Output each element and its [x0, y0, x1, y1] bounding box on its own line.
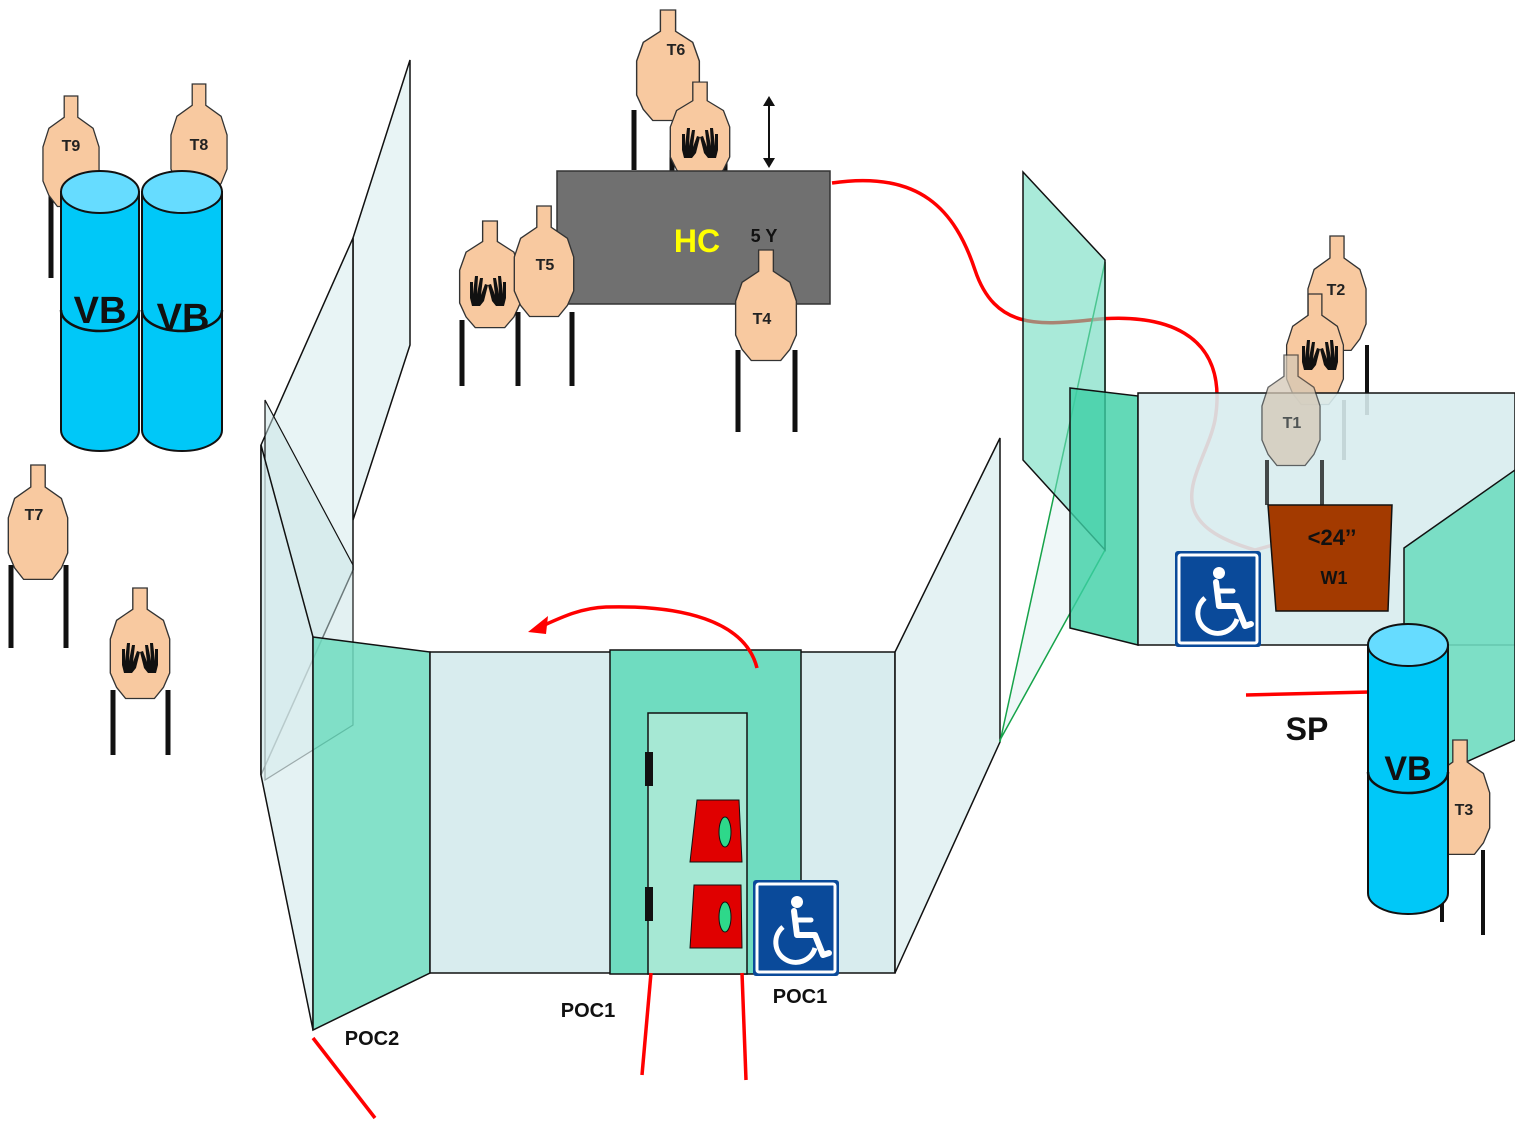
hard-cover-distance: 5 Y: [751, 226, 778, 246]
port-lower: [689, 884, 743, 949]
green-panel-lower: [1069, 387, 1139, 646]
port-upper: [689, 799, 743, 863]
poc1-left-fault-line: [640, 972, 653, 1076]
vision-barrier-right: VB: [1366, 623, 1450, 915]
target-t4-label: T4: [753, 311, 772, 328]
hard-cover-label: HC: [674, 223, 720, 259]
target-t3-label: T3: [1455, 802, 1474, 819]
target-t7: T7: [7, 464, 69, 648]
target-t8: T8: [170, 83, 228, 196]
target-t2-label: T2: [1327, 282, 1346, 299]
door-swing-arrow: [528, 605, 759, 669]
no-shoot-target-left: [109, 587, 171, 755]
target-t8-label: T8: [190, 137, 209, 154]
target-t1-label: T1: [1283, 415, 1302, 432]
target-t4: T4: [734, 249, 798, 432]
target-t1: T1: [1261, 354, 1324, 505]
wheelchair-accessible-icon: [753, 880, 839, 976]
door-hinge-top: [645, 752, 653, 786]
door-hinge-bottom: [645, 887, 653, 921]
poc1-right-label: POC1: [773, 986, 827, 1008]
vision-barrier-left: VB: [59, 170, 141, 452]
glass-wall-left-back: [352, 59, 411, 521]
poc2-green-door: [312, 636, 431, 1032]
wheelchair-accessible-icon: [1175, 551, 1261, 647]
no-shoot-target-left-of-t5: [458, 220, 522, 386]
target-t6-label: T6: [667, 42, 686, 59]
wall-w1: <24’’ W1: [1267, 504, 1393, 612]
target-t9: T9: [42, 95, 100, 278]
target-t9-label: T9: [62, 138, 81, 155]
target-t5: T5: [513, 205, 575, 386]
vision-barrier-left-label: VB: [74, 290, 127, 332]
target-t5-label: T5: [536, 257, 555, 274]
wall-w1-label: W1: [1321, 568, 1348, 588]
vision-barrier-mid-label: VB: [157, 297, 210, 339]
poc2-label: POC2: [345, 1028, 399, 1050]
start-position-line: [1245, 690, 1371, 697]
poc1-left-label: POC1: [561, 1000, 615, 1022]
poc1-right-fault-line: [740, 972, 748, 1081]
double-arrow-icon: [763, 96, 775, 168]
glass-wall-right-front: [894, 437, 1001, 974]
vision-barrier-mid: VB: [140, 170, 224, 452]
target-t7-label: T7: [25, 507, 44, 524]
vision-barrier-right-label: VB: [1384, 750, 1431, 788]
wall-w1-height: <24’’: [1308, 525, 1357, 550]
start-position-label: SP: [1286, 711, 1329, 747]
poc2-fault-line: [311, 1036, 377, 1120]
